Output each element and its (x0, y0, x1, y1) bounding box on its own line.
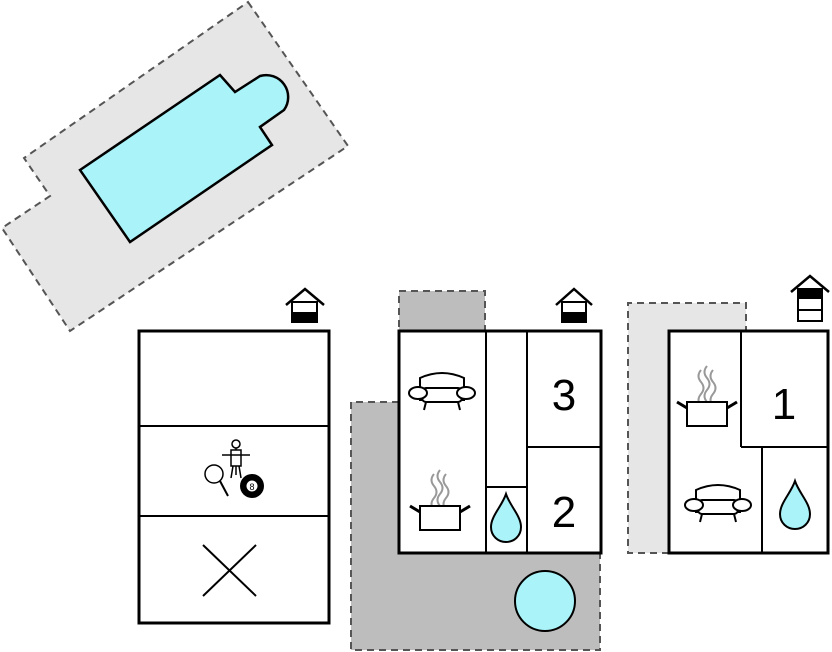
swimming-pool (78, 73, 290, 244)
right-house: 1 (627, 274, 830, 555)
annex-building: 8 (137, 287, 331, 625)
terrace-upper (398, 290, 486, 332)
pool-area (0, 0, 350, 333)
bedroom-1-number: 1 (772, 380, 796, 429)
bedroom-2-number: 2 (552, 488, 576, 537)
house-level-icon (555, 287, 593, 323)
billiard-ball-label: 8 (249, 482, 254, 492)
cross-icon (202, 544, 257, 597)
middle-house: 3 2 (350, 287, 603, 651)
table-football-icon (222, 439, 250, 479)
bedroom-3-number: 3 (552, 371, 576, 420)
table-tennis-icon (204, 464, 229, 497)
house-levels-icon (790, 274, 830, 322)
billiard-ball-icon: 8 (240, 474, 264, 498)
hot-tub (514, 570, 576, 632)
house-level-icon (285, 287, 325, 323)
annex-outline (137, 329, 331, 625)
